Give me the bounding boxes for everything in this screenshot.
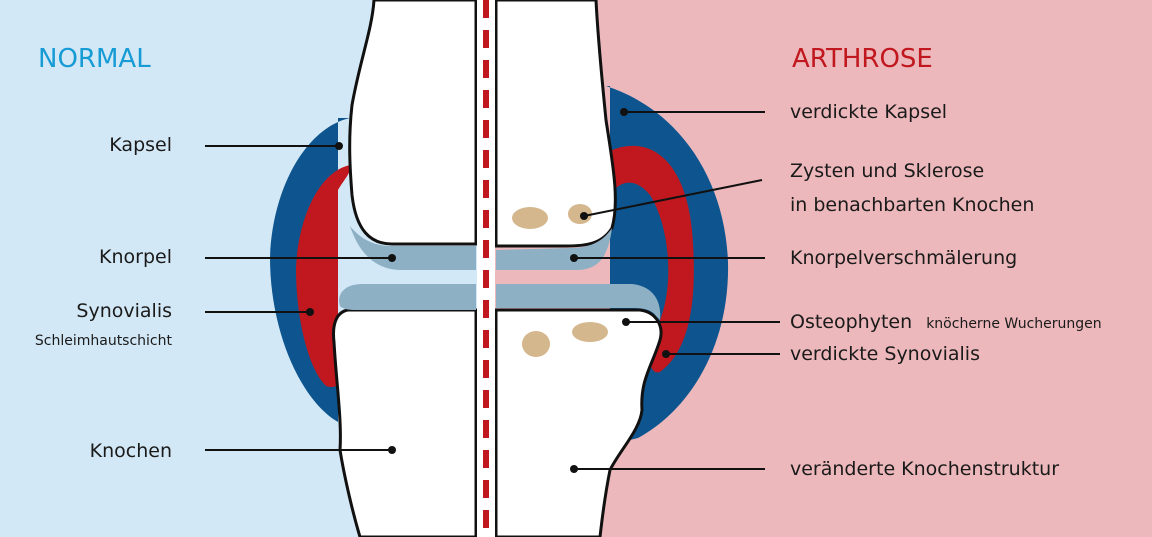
cyst-1 xyxy=(512,207,548,229)
normal-title: NORMAL xyxy=(38,46,151,72)
label-kapsel: Kapsel xyxy=(109,136,172,155)
arthrose-upper-bone xyxy=(496,0,615,246)
label-zysten-line2: in benachbarten Knochen xyxy=(790,196,1034,215)
label-synovialis: Synovialis xyxy=(76,302,172,321)
label-osteophyten: Osteophyten knöcherne Wucherungen xyxy=(790,313,1102,332)
label-synovialis-sub: Schleimhautschicht xyxy=(35,334,172,348)
arthrose-title: ARTHROSE xyxy=(792,46,933,72)
label-verdickte-kapsel: verdickte Kapsel xyxy=(790,103,947,122)
cyst-4 xyxy=(572,322,608,342)
label-osteophyten-main: Osteophyten xyxy=(790,311,912,333)
cyst-3 xyxy=(522,331,550,357)
label-knorpel: Knorpel xyxy=(99,248,172,267)
normal-lower-cartilage xyxy=(339,284,476,310)
label-verdickte-synovialis: verdickte Synovialis xyxy=(790,345,980,364)
label-zysten-line1: Zysten und Sklerose xyxy=(790,162,984,181)
normal-lower-bone xyxy=(334,310,476,537)
normal-upper-bone xyxy=(350,0,476,244)
cyst-2 xyxy=(568,204,592,224)
label-knochen: Knochen xyxy=(90,442,172,461)
label-knochenstruktur: veränderte Knochenstruktur xyxy=(790,460,1059,479)
label-knorpelverschmaelerung: Knorpelverschmälerung xyxy=(790,249,1017,268)
label-osteophyten-sub: knöcherne Wucherungen xyxy=(926,316,1101,332)
